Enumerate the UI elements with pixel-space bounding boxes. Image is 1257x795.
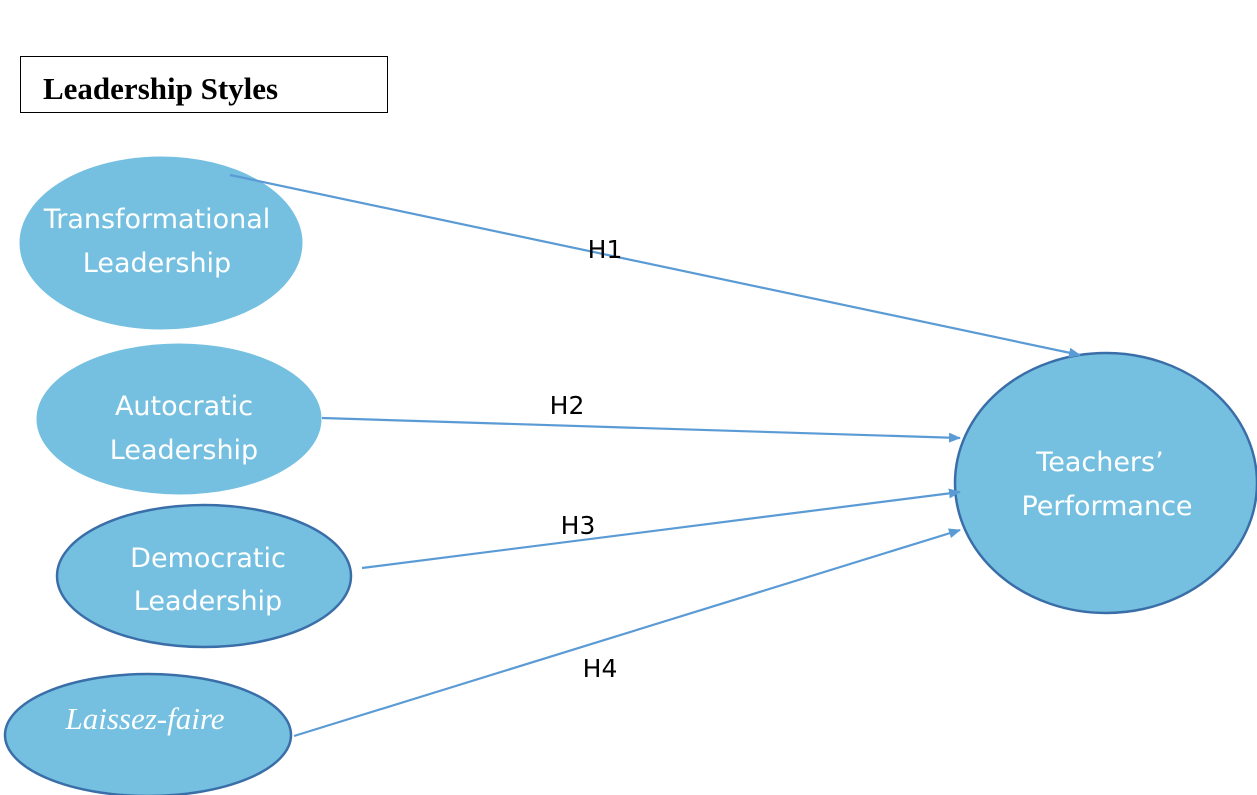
autocratic-label-line2: Leadership — [110, 435, 258, 466]
transformational-label-line2: Leadership — [83, 248, 231, 279]
teachers-performance-node — [953, 351, 1257, 615]
transformational-label-line1: Transformational — [43, 204, 271, 235]
autocratic-leadership-node — [36, 343, 322, 495]
arrow-h4 — [293, 528, 961, 738]
hypothesis-label-h1: H1 — [588, 235, 623, 264]
diagram-title: Leadership Styles — [43, 71, 279, 106]
hypothesis-label-h3: H3 — [561, 511, 596, 540]
teachers-performance-label-line2: Performance — [1021, 491, 1192, 522]
teachers-performance-label-line1: Teachers’ — [1035, 447, 1163, 478]
hypothesis-label-h2: H2 — [550, 391, 585, 420]
title-box: Leadership Styles — [20, 56, 388, 113]
democratic-label-line1: Democratic — [130, 543, 286, 574]
democratic-leadership-node — [55, 503, 353, 649]
hypothesis-label-h4: H4 — [583, 654, 618, 683]
laissez-faire-label: Laissez-faire — [64, 701, 224, 736]
autocratic-label-line1: Autocratic — [115, 391, 253, 422]
arrow-h2 — [321, 416, 961, 443]
arrow-h1 — [229, 173, 1081, 358]
transformational-leadership-node — [19, 156, 303, 330]
democratic-label-line2: Leadership — [134, 586, 282, 617]
laissez-faire-node — [3, 672, 293, 795]
arrow-h3 — [361, 488, 961, 570]
